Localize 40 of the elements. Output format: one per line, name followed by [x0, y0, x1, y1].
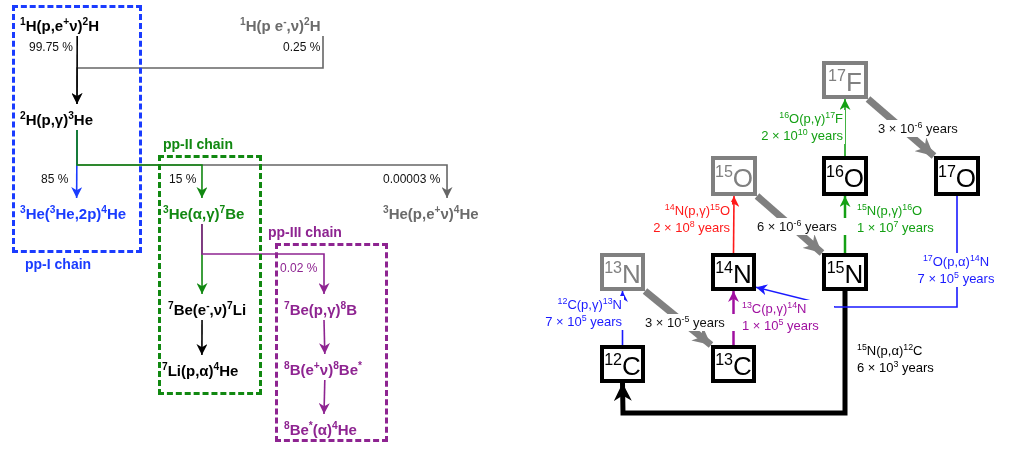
nucleus-box: $^{15}$N [822, 253, 868, 291]
reaction-label: $^{2}$H(p,γ)$^{3}$He [20, 104, 115, 130]
edge-label: 0.02 % [279, 261, 319, 275]
arrow [71, 35, 83, 105]
reaction-label: $^{1}$H(p e$^{-}$,ν)$^{2}$H [240, 10, 340, 36]
edge-label: 99.75 % [28, 40, 75, 54]
edge-label: $^{13}$C(p,γ)$^{14}$N 1 × 10$^{5}$ years [740, 300, 834, 334]
nucleus-box: $^{16}$O [822, 156, 868, 196]
arrow [319, 319, 331, 355]
reaction-label: $^{3}$He(p,e$^{+}$ν)$^{4}$He [383, 198, 488, 224]
chain-label: pp-II chain [163, 136, 233, 152]
arrow [201, 223, 330, 295]
nucleus-box: $^{13}$C [711, 345, 756, 383]
reaction-label: $^{1}$H(p,e$^{+}$ν)$^{2}$H [20, 10, 130, 36]
chain-label: pp-III chain [268, 224, 342, 240]
reaction-label: $^{7}$Be(e$^{-}$,ν)$^{7}$Li [168, 294, 260, 320]
arrow [728, 195, 740, 254]
arrow [318, 379, 330, 415]
nucleus-box: $^{17}$O [934, 156, 980, 196]
nucleus-box: $^{17}$F [822, 61, 868, 99]
nucleus-box: $^{12}$C [600, 345, 645, 383]
edge-label: 0.00003 % [382, 172, 442, 186]
nucleus-box: $^{13}$N [600, 253, 645, 291]
arrow [642, 288, 714, 348]
reaction-label: $^{7}$Li(p,α)$^{4}$He [162, 355, 257, 381]
chain-label: pp-I chain [25, 256, 92, 272]
reaction-label: $^{7}$Be(p,γ)$^{8}$B [284, 294, 384, 320]
reaction-label: $^{8}$Be$^{*}$(α)$^{4}$He [284, 414, 384, 440]
nucleus-box: $^{15}$O [711, 156, 757, 196]
edge-label: 85 % [40, 172, 70, 186]
nucleus-box: $^{14}$N [711, 253, 756, 291]
arrow [613, 291, 848, 416]
reaction-label: $^{8}$B(e$^{+}$ν)$^{8}$Be$^{*}$ [284, 354, 386, 380]
edge-label: 0.25 % [282, 40, 322, 54]
arrow [839, 98, 851, 157]
arrow [76, 129, 208, 199]
reaction-label: $^{3}$He($^{3}$He,2p)$^{4}$He [20, 198, 138, 224]
reaction-label: $^{3}$He(α,γ)$^{7}$Be [163, 198, 258, 224]
arrow [196, 319, 208, 356]
edge-label: 15 % [168, 172, 198, 186]
